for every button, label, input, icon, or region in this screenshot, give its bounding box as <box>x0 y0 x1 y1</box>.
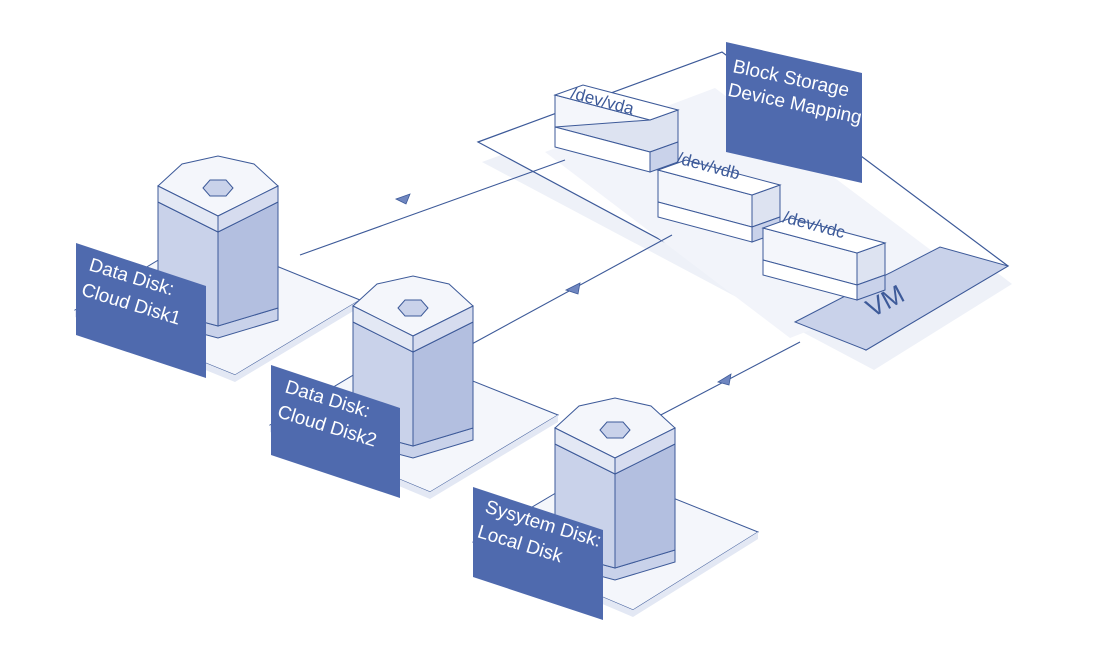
mapping-label: Block Storage Device Mapping <box>726 42 864 183</box>
disk-1: Data Disk: Cloud Disk1 <box>73 155 362 382</box>
arrow-head-icon <box>394 193 411 205</box>
connection-line-vda <box>299 159 566 256</box>
connection-arrows <box>394 193 732 386</box>
disk-label-1: Data Disk: Cloud Disk1 <box>76 243 206 378</box>
disk-3: Sysytem Disk: Local Disk <box>471 397 760 620</box>
arrow-head-icon <box>564 282 581 295</box>
vm-band <box>793 246 1010 351</box>
disk-label-2: Data Disk: Cloud Disk2 <box>271 365 400 498</box>
device-block-vdb: /dev/vdb <box>656 149 782 243</box>
arrow-head-icon <box>717 373 732 386</box>
device-block-vdc: /dev/vdc <box>761 208 887 301</box>
disk-2: Data Disk: Cloud Disk2 <box>268 275 560 499</box>
